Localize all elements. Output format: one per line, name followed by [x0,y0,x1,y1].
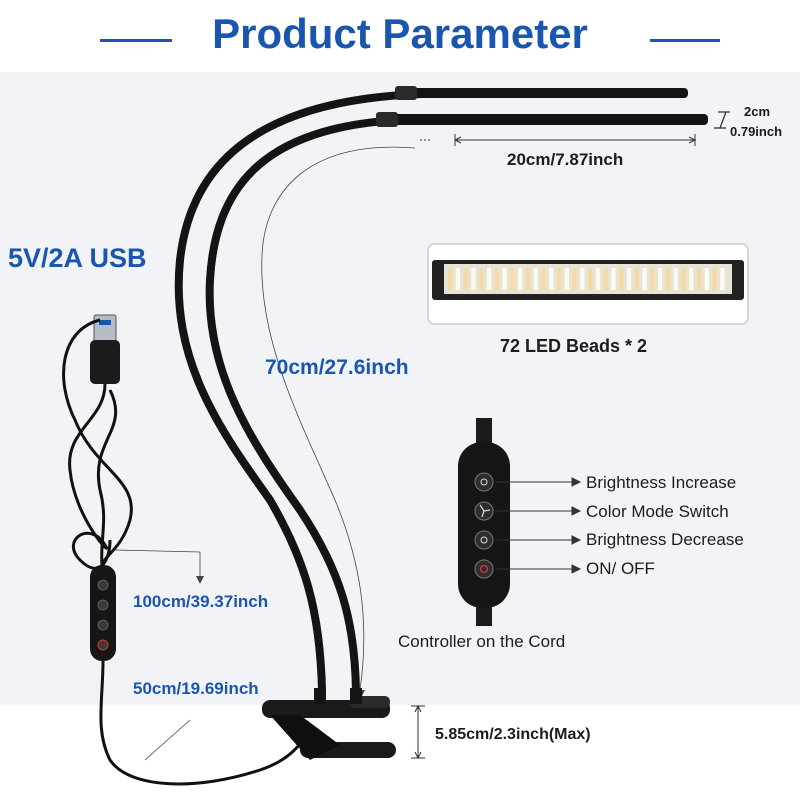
led-bead [541,268,546,290]
floor-area [0,705,800,800]
led-bead [556,268,562,290]
light-bar-front [388,114,708,125]
led-bead [580,268,585,290]
bar-length-label: 20cm/7.87inch [507,150,624,169]
led-bead [603,268,608,290]
button-label-on-off: ON/ OFF [586,559,655,578]
controller-callout-lines [496,477,582,574]
arm-joint-front [376,112,398,127]
gooseneck-arm-front [205,116,402,696]
led-bead [525,268,531,290]
controller-caption: Controller on the Cord [398,632,566,651]
led-bead [455,268,461,290]
led-bead [696,268,702,290]
bar-height-marker [719,111,727,129]
cable-length-label: 100cm/39.37inch [133,592,269,611]
clip-body [270,715,340,760]
controller-cord-top [476,418,492,450]
controller-body [458,442,510,608]
led-bead [720,268,725,290]
usb-plug-body [90,340,120,384]
led-bead [510,268,515,290]
light-bar-back [408,88,688,98]
bar-height-cm: 2cm [744,104,771,119]
button-label-brightness-increase: Brightness Increase [586,473,737,492]
led-bead [626,268,632,290]
led-bead [572,268,577,290]
title-rule-left [100,39,172,42]
clip-opening-label: 5.85cm/2.3inch(Max) [435,726,591,743]
led-beads-label: 72 LED Beads * 2 [500,336,648,356]
led-bead [588,268,593,290]
led-bead [611,268,616,290]
led-bead [533,268,538,290]
button-label-color-mode-switch: Color Mode Switch [586,502,729,521]
controller-to-clip-label: 50cm/19.69inch [133,679,259,698]
led-bead [595,268,601,290]
led-bead [518,268,523,290]
led-bead [704,268,709,290]
cable-pointer-a [114,549,201,553]
gooseneck-length-label: 70cm/27.6inch [265,356,409,379]
gooseneck-arm-back [174,90,426,694]
button-label-brightness-decrease: Brightness Decrease [586,530,744,549]
usb-cable-coil [68,383,112,570]
led-bead [658,268,663,290]
led-bead [681,268,686,290]
controller-button-fan [474,501,494,521]
cable-to-clip [99,660,312,786]
page-title: Product Parameter [212,10,588,57]
controller-button-power [474,559,494,579]
led-bead [486,268,492,290]
background-panel [0,72,800,800]
led-bead [471,268,476,290]
cable-pointer-b [144,719,191,761]
led-bead [712,268,717,290]
led-bead [642,268,647,290]
led-bead [673,268,678,290]
led-bead [479,268,484,290]
led-bead [448,268,453,290]
led-bead [549,268,554,290]
arm-joint-back [395,86,417,100]
led-bead [689,268,694,290]
led-bead [494,268,499,290]
led-bead [619,268,624,290]
led-bead [463,268,468,290]
length-arc [261,146,416,691]
led-bead [650,268,655,290]
led-bead [564,268,569,290]
bar-height-inch: 0.79inch [730,124,783,139]
controller-button-sun-plus [474,472,494,492]
title-rule-right [650,39,720,42]
usb-label: 5V/2A USB [8,243,147,273]
controller-button-sun-minus [474,530,494,550]
led-bead-row [448,268,725,290]
led-bead [502,268,507,290]
led-bead [634,268,639,290]
led-bead [665,268,671,290]
cable-controller-small [90,565,116,661]
